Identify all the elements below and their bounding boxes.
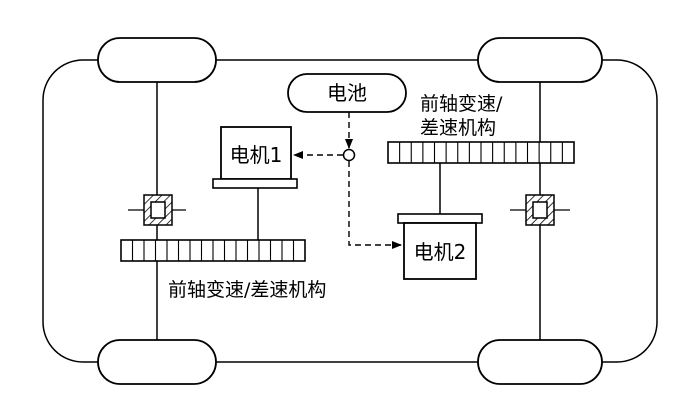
rear-gear-rack	[120, 239, 306, 262]
front-gear-label-line2: 差速机构	[420, 117, 496, 139]
motor1-base	[212, 178, 298, 189]
bearing-left	[128, 194, 186, 226]
motor1-box	[220, 126, 292, 180]
front-gear-rack	[387, 141, 575, 164]
bearing-right	[510, 194, 570, 226]
motor2-label: 电机2	[414, 240, 467, 264]
rear-gear-label: 前轴变速/差速机构	[168, 279, 326, 301]
wheel-bottom-right	[477, 339, 603, 385]
junction-to-motor2	[348, 161, 402, 249]
wheel-top-right	[477, 37, 603, 83]
power-junction	[342, 148, 356, 162]
vehicle-body	[42, 59, 658, 363]
motor2-box	[403, 222, 477, 280]
motor2-base	[397, 213, 483, 224]
wheel-top-left	[97, 37, 217, 83]
battery-label: 电池	[327, 81, 367, 105]
motor1-label: 电机1	[230, 143, 283, 167]
wheel-bottom-left	[97, 339, 217, 385]
front-gear-label-line1: 前轴变速/	[420, 93, 503, 115]
battery-box	[287, 73, 407, 113]
